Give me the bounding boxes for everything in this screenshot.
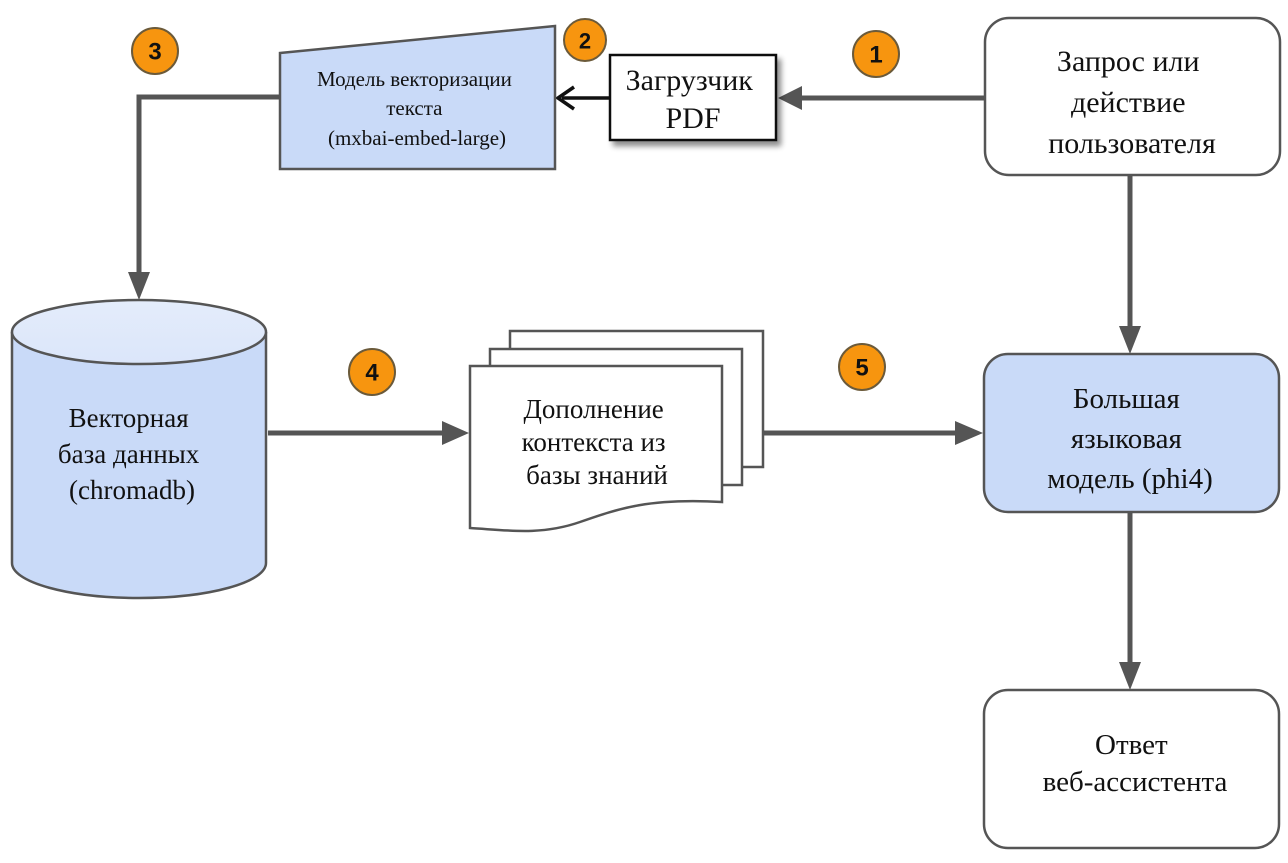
svg-text:4: 4 <box>365 360 379 387</box>
svg-text:2: 2 <box>579 29 591 54</box>
node-embed-model[interactable]: Модель векторизации текста (mxbai-embed-… <box>278 24 557 171</box>
node-label: Большая языковая модель (phi4) <box>1047 383 1212 495</box>
edge-llm-to-answer <box>1119 512 1141 690</box>
svg-text:1: 1 <box>869 42 882 69</box>
step-badge-3: 3 <box>131 27 179 75</box>
step-badge-5: 5 <box>838 343 886 391</box>
node-answer[interactable]: Ответ веб-ассистента <box>982 688 1281 850</box>
svg-text:5: 5 <box>855 355 868 382</box>
edge-request-to-llm <box>1119 175 1141 354</box>
edge-embed-model-to-vector-db <box>128 94 280 300</box>
node-shape <box>608 53 778 142</box>
arrowhead-icon <box>1119 326 1141 354</box>
node-shape <box>982 688 1281 850</box>
step-badge-2: 2 <box>563 18 607 62</box>
node-label: Дополнение контекста из базы знаний <box>522 394 673 490</box>
document-front <box>468 364 724 533</box>
step-badge-4: 4 <box>348 348 396 396</box>
edge-pdf-loader-to-embed-model <box>554 85 609 111</box>
node-vector-db[interactable]: Векторная база данных (chromadb) <box>10 298 268 600</box>
edge-context-to-llm <box>763 421 983 445</box>
svg-text:3: 3 <box>148 39 161 66</box>
node-pdf-loader[interactable]: Загрузчик PDF <box>608 53 778 142</box>
node-user-request[interactable]: Запрос или действие пользователя <box>983 16 1282 177</box>
node-context-docs[interactable]: Дополнение контекста из базы знаний <box>468 329 765 533</box>
cylinder-top <box>10 298 268 366</box>
node-label: Модель векторизации текста (mxbai-embed-… <box>317 67 517 150</box>
node-shape <box>278 24 557 171</box>
node-label: Ответ веб-ассистента <box>1043 729 1228 798</box>
node-label: Загрузчик PDF <box>626 64 761 135</box>
arrowhead-icon <box>554 85 575 111</box>
node-label: Векторная база данных (chromadb) <box>58 403 206 505</box>
node-shape <box>982 352 1281 514</box>
arrowhead-icon <box>778 86 802 110</box>
node-shape <box>983 16 1282 177</box>
edge-request-to-pdf-loader <box>778 86 985 110</box>
node-label: Запрос или действие пользователя <box>1048 45 1216 160</box>
cylinder-body <box>10 332 268 600</box>
node-llm[interactable]: Большая языковая модель (phi4) <box>982 352 1281 514</box>
arrowhead-icon <box>955 421 983 445</box>
edge-vector-db-to-context <box>268 421 469 445</box>
arrowhead-icon <box>442 421 469 445</box>
arrowhead-icon <box>128 272 150 300</box>
arrowhead-icon <box>1119 662 1141 690</box>
step-badge-1: 1 <box>852 30 900 78</box>
